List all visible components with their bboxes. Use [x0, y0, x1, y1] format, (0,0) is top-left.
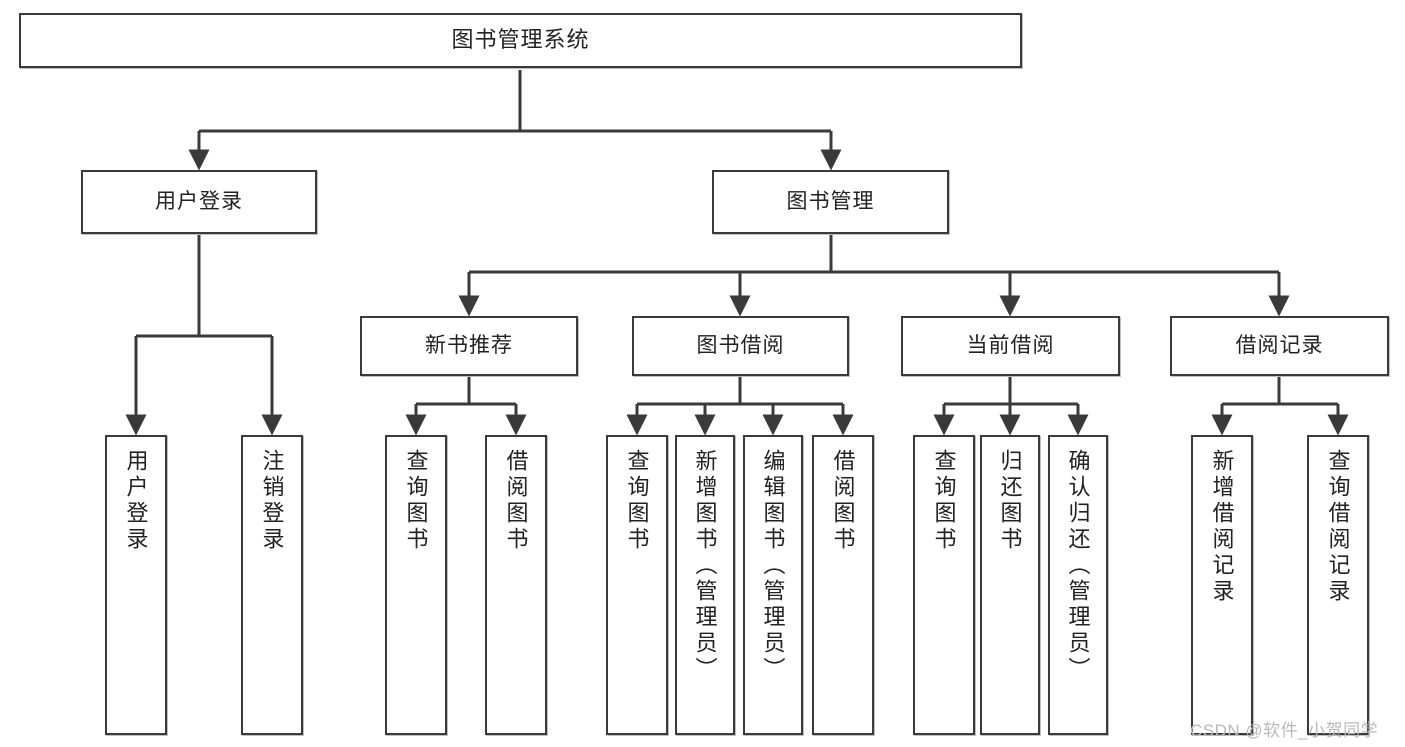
leaf-query-book-2-label: 查询图书 [624, 449, 650, 553]
leaf-edit-book-label: 编辑图书（管理员） [760, 449, 786, 683]
leaf-query-record-label: 查询借阅记录 [1325, 449, 1351, 605]
leaf-confirm-return-label: 确认归还（管理员） [1065, 449, 1091, 683]
leaf-user-login-label: 用户登录 [123, 449, 149, 553]
leaf-borrow-book-2[interactable]: 借阅图书 [812, 435, 874, 735]
node-borrow-record-label: 借阅记录 [1235, 334, 1324, 358]
leaf-add-record[interactable]: 新增借阅记录 [1191, 435, 1253, 735]
node-user-login[interactable]: 用户登录 [81, 170, 317, 234]
node-book-manage-label: 图书管理 [786, 190, 875, 214]
leaf-borrow-book-2-label: 借阅图书 [830, 449, 856, 553]
node-book-borrow[interactable]: 图书借阅 [632, 316, 849, 376]
node-current-borrow-label: 当前借阅 [966, 334, 1055, 358]
leaf-user-logout-label: 注销登录 [259, 449, 285, 553]
node-new-book-recommend-label: 新书推荐 [425, 334, 513, 358]
node-user-login-label: 用户登录 [155, 190, 243, 214]
leaf-query-book-3[interactable]: 查询图书 [913, 435, 975, 735]
node-root-label: 图书管理系统 [451, 27, 590, 53]
leaf-add-book-label: 新增图书（管理员） [692, 449, 718, 683]
leaf-add-record-label: 新增借阅记录 [1209, 449, 1235, 605]
leaf-user-login[interactable]: 用户登录 [105, 435, 167, 735]
node-book-manage[interactable]: 图书管理 [712, 170, 949, 234]
leaf-borrow-book-1-label: 借阅图书 [503, 449, 529, 553]
csdn-watermark: CSDN @软件_小贺同学 [1190, 721, 1379, 740]
leaf-query-book-1-label: 查询图书 [403, 449, 429, 553]
leaf-return-book-label: 归还图书 [997, 449, 1023, 553]
node-book-borrow-label: 图书借阅 [696, 334, 785, 358]
leaf-query-book-1[interactable]: 查询图书 [385, 435, 447, 735]
node-borrow-record[interactable]: 借阅记录 [1170, 316, 1389, 376]
node-current-borrow[interactable]: 当前借阅 [901, 316, 1120, 376]
leaf-return-book[interactable]: 归还图书 [980, 435, 1040, 735]
leaf-query-record[interactable]: 查询借阅记录 [1307, 435, 1369, 735]
leaf-edit-book[interactable]: 编辑图书（管理员） [743, 435, 803, 735]
node-root[interactable]: 图书管理系统 [19, 13, 1022, 68]
leaf-query-book-3-label: 查询图书 [931, 449, 957, 553]
leaf-user-logout[interactable]: 注销登录 [241, 435, 303, 735]
leaf-query-book-2[interactable]: 查询图书 [606, 435, 668, 735]
leaf-borrow-book-1[interactable]: 借阅图书 [485, 435, 547, 735]
node-new-book-recommend[interactable]: 新书推荐 [360, 316, 578, 376]
leaf-add-book[interactable]: 新增图书（管理员） [675, 435, 735, 735]
leaf-confirm-return[interactable]: 确认归还（管理员） [1048, 435, 1108, 735]
